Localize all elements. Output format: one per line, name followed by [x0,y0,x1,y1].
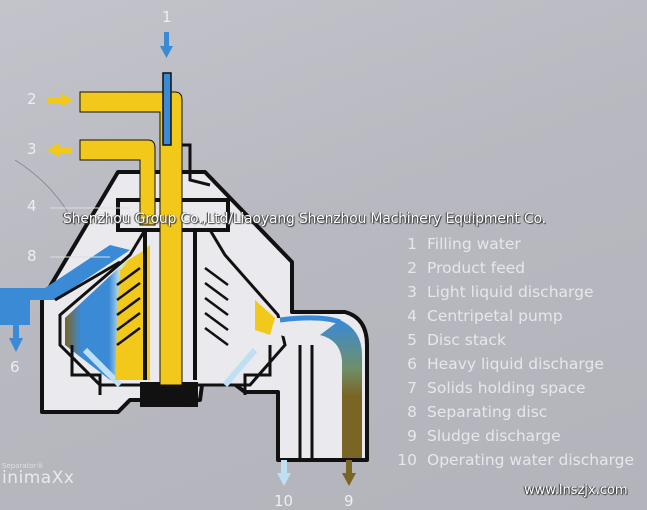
arrow-product-feed-icon [48,93,73,107]
legend-number: 2 [407,259,417,277]
legend-number: 8 [407,403,417,421]
legend-number: 6 [407,355,417,373]
arrow-operating-water-icon [277,460,291,486]
legend-number: 4 [407,307,417,325]
callout-8: 8 [27,247,37,265]
callout-6: 6 [10,358,20,376]
legend-label: Disc stack [427,331,506,349]
legend-item: 9 Sludge discharge [395,424,634,448]
callout-4: 4 [27,197,37,215]
website-watermark: www.lnszjx.com [524,483,628,498]
arrow-filling-water-icon [160,32,173,58]
legend-item: 8 Separating disc [395,400,634,424]
legend-item: 4 Centripetal pump [395,304,634,328]
legend-label: Sludge discharge [427,427,561,445]
legend-item: 10 Operating water discharge [395,448,634,472]
filling-water-tube [162,72,172,146]
legend-item: 3 Light liquid discharge [395,280,634,304]
callout-1: 1 [162,8,172,26]
arrow-sludge-icon [342,460,356,486]
brand-logo: Separator® inimaXx [2,462,74,488]
sludge-channel [275,318,362,458]
legend: 1 Filling water 2 Product feed 3 Light liqu… [395,232,634,472]
legend-label: Light liquid discharge [427,283,594,301]
light-liquid-pipe [79,139,156,226]
callout-10: 10 [274,492,294,510]
legend-label: Solids holding space [427,379,586,397]
bowl-liquid-right-ring [255,300,275,335]
legend-label: Filling water [427,235,521,253]
arrow-light-liquid-icon [47,143,72,157]
guide-line [14,159,76,226]
product-feed-pipe [79,91,183,386]
legend-item: 5 Disc stack [395,328,634,352]
legend-number: 9 [407,427,417,445]
spindle-base [140,382,198,407]
watermark-text: Shenzhou Group Co.,Ltd/Liaoyang Shenzhou… [63,211,546,227]
legend-number: 1 [407,235,417,253]
legend-number: 3 [407,283,417,301]
arrow-heavy-liquid-icon [9,325,23,352]
callout-9: 9 [344,492,354,510]
callout-2: 2 [27,90,37,108]
heavy-liquid-pipe [0,245,130,325]
legend-item: 7 Solids holding space [395,376,634,400]
legend-number: 7 [407,379,417,397]
disc-stack-lines [116,266,229,347]
legend-label: Centripetal pump [427,307,563,325]
legend-number: 5 [407,331,417,349]
legend-item: 1 Filling water [395,232,634,256]
legend-item: 2 Product feed [395,256,634,280]
legend-label: Separating disc [427,403,548,421]
legend-label: Product feed [427,259,526,277]
legend-label: Heavy liquid discharge [427,355,604,373]
callout-3: 3 [27,140,37,158]
legend-number: 10 [397,451,417,469]
brand-small-text: Separator® [2,462,44,470]
legend-item: 6 Heavy liquid discharge [395,352,634,376]
brand-name: inimaXx [2,468,75,488]
legend-label: Operating water discharge [427,451,635,469]
